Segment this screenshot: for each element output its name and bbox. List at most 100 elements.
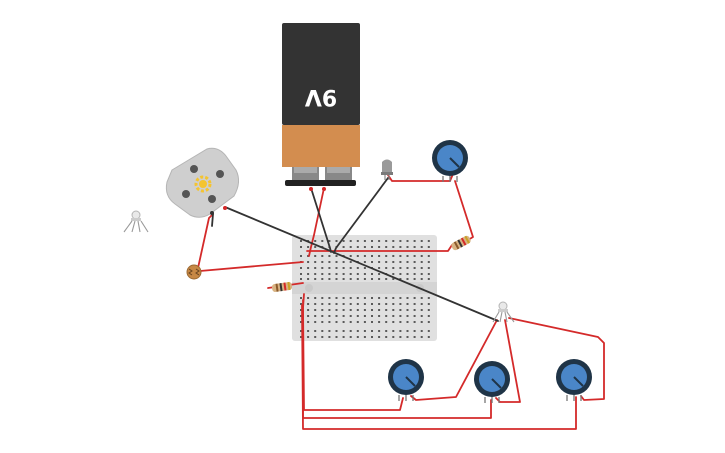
- breadboard-hole[interactable]: [342, 278, 345, 280]
- breadboard-hole[interactable]: [300, 303, 302, 305]
- breadboard-hole[interactable]: [321, 240, 324, 242]
- breadboard-hole[interactable]: [314, 309, 317, 311]
- breadboard-hole[interactable]: [321, 267, 324, 269]
- breadboard-hole[interactable]: [363, 309, 366, 311]
- breadboard-hole[interactable]: [307, 336, 310, 338]
- breadboard-hole[interactable]: [371, 303, 373, 305]
- breadboard-hole[interactable]: [392, 336, 395, 338]
- wire-rgb-pot-right[interactable]: [508, 317, 605, 401]
- breadboard-hole[interactable]: [335, 255, 338, 257]
- breadboard-hole[interactable]: [392, 261, 395, 263]
- breadboard-hole[interactable]: [335, 321, 338, 323]
- wire-led-pot-top[interactable]: [387, 173, 454, 182]
- breadboard-hole[interactable]: [406, 267, 409, 269]
- breadboard-hole[interactable]: [427, 321, 430, 323]
- potentiometer-middle[interactable]: [474, 361, 510, 403]
- breadboard-hole[interactable]: [307, 297, 310, 299]
- breadboard-hole[interactable]: [314, 321, 317, 323]
- breadboard-hole[interactable]: [300, 255, 302, 257]
- breadboard-hole[interactable]: [371, 246, 373, 248]
- breadboard-hole[interactable]: [420, 330, 423, 332]
- breadboard-hole[interactable]: [371, 240, 373, 242]
- breadboard-hole[interactable]: [371, 255, 373, 257]
- breadboard-hole[interactable]: [356, 267, 359, 269]
- breadboard-hole[interactable]: [363, 261, 366, 263]
- breadboard-hole[interactable]: [300, 297, 302, 299]
- breadboard-hole[interactable]: [300, 315, 302, 317]
- breadboard-hole[interactable]: [385, 330, 388, 332]
- breadboard-hole[interactable]: [420, 297, 423, 299]
- breadboard-hole[interactable]: [420, 240, 423, 242]
- breadboard-hole[interactable]: [342, 240, 345, 242]
- breadboard-hole[interactable]: [307, 246, 310, 248]
- breadboard-hole[interactable]: [314, 297, 317, 299]
- breadboard-hole[interactable]: [300, 267, 302, 269]
- breadboard-hole[interactable]: [392, 255, 395, 257]
- breadboard-hole[interactable]: [342, 330, 345, 332]
- breadboard-hole[interactable]: [328, 267, 331, 269]
- breadboard-hole[interactable]: [335, 278, 338, 280]
- led-grey[interactable]: [381, 159, 393, 181]
- breadboard-hole[interactable]: [378, 297, 381, 299]
- breadboard-hole[interactable]: [385, 315, 388, 317]
- breadboard-hole[interactable]: [392, 240, 395, 242]
- breadboard-hole[interactable]: [413, 261, 416, 263]
- breadboard-hole[interactable]: [406, 303, 409, 305]
- breadboard-hole[interactable]: [314, 315, 317, 317]
- breadboard-hole[interactable]: [321, 336, 324, 338]
- breadboard-hole[interactable]: [413, 267, 416, 269]
- breadboard-hole[interactable]: [342, 246, 345, 248]
- breadboard-hole[interactable]: [314, 303, 317, 305]
- breadboard-hole[interactable]: [385, 321, 388, 323]
- breadboard-hole[interactable]: [392, 303, 395, 305]
- breadboard-hole[interactable]: [378, 240, 381, 242]
- breadboard-hole[interactable]: [406, 315, 409, 317]
- breadboard-hole[interactable]: [356, 330, 359, 332]
- breadboard-hole[interactable]: [399, 261, 402, 263]
- breadboard-hole[interactable]: [321, 321, 324, 323]
- breadboard-hole[interactable]: [427, 246, 430, 248]
- breadboard-hole[interactable]: [321, 261, 324, 263]
- wire-battery-neg[interactable]: [333, 177, 389, 254]
- wire-motor-bb[interactable]: [211, 213, 214, 227]
- breadboard-hole[interactable]: [420, 273, 423, 275]
- breadboard-hole[interactable]: [314, 267, 317, 269]
- breadboard-hole[interactable]: [328, 303, 331, 305]
- breadboard-hole[interactable]: [378, 278, 381, 280]
- breadboard-hole[interactable]: [406, 261, 409, 263]
- breadboard-hole[interactable]: [392, 321, 395, 323]
- breadboard-hole[interactable]: [399, 255, 402, 257]
- breadboard-hole[interactable]: [342, 315, 345, 317]
- breadboard-hole[interactable]: [300, 240, 302, 242]
- breadboard-hole[interactable]: [371, 273, 373, 275]
- breadboard-hole[interactable]: [356, 246, 359, 248]
- breadboard-hole[interactable]: [356, 297, 359, 299]
- breadboard-hole[interactable]: [328, 330, 331, 332]
- breadboard-hole[interactable]: [420, 321, 423, 323]
- breadboard-hole[interactable]: [371, 315, 373, 317]
- breadboard-hole[interactable]: [356, 255, 359, 257]
- breadboard-hole[interactable]: [427, 261, 430, 263]
- breadboard-hole[interactable]: [413, 246, 416, 248]
- breadboard-hole[interactable]: [328, 278, 331, 280]
- breadboard-hole[interactable]: [371, 278, 373, 280]
- wire-photoresistor-bb[interactable]: [199, 261, 304, 272]
- breadboard-hole[interactable]: [356, 315, 359, 317]
- breadboard-hole[interactable]: [300, 330, 302, 332]
- breadboard-hole[interactable]: [378, 261, 381, 263]
- breadboard-hole[interactable]: [349, 267, 352, 269]
- breadboard-hole[interactable]: [378, 246, 381, 248]
- breadboard-hole[interactable]: [413, 240, 416, 242]
- breadboard-hole[interactable]: [427, 309, 430, 311]
- breadboard-hole[interactable]: [321, 303, 324, 305]
- breadboard-hole[interactable]: [356, 273, 359, 275]
- breadboard-hole[interactable]: [314, 255, 317, 257]
- breadboard-hole[interactable]: [420, 267, 423, 269]
- breadboard-hole[interactable]: [342, 297, 345, 299]
- breadboard-hole[interactable]: [399, 297, 402, 299]
- breadboard-hole[interactable]: [399, 273, 402, 275]
- breadboard-hole[interactable]: [300, 309, 302, 311]
- breadboard-hole[interactable]: [307, 315, 310, 317]
- breadboard-hole[interactable]: [314, 273, 317, 275]
